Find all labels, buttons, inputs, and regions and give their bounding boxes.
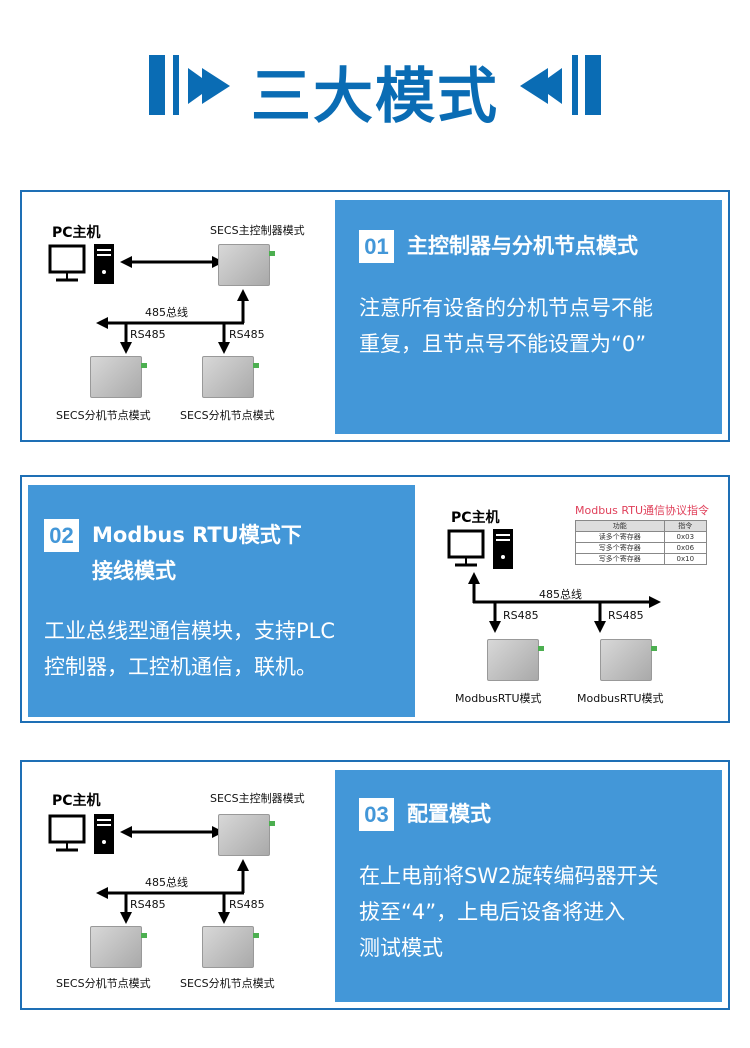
rs485-label: RS485 [130, 898, 166, 911]
node-device [90, 356, 147, 398]
pc-tower-icon [493, 529, 513, 569]
mode-panel-1: PC主机 SECS主控制器模式 485总线 RS485 RS485 SECS分机… [20, 190, 730, 442]
table-cell: 0x03 [663, 531, 708, 543]
connection-arrows [48, 244, 249, 354]
fast-forward-icon [188, 68, 230, 104]
table-cell: 读多个寄存器 [575, 531, 665, 543]
node-label: SECS分机节点模式 [180, 977, 275, 990]
bus-label: 485总线 [539, 588, 582, 601]
mode-desc-line: 测试模式 [359, 936, 443, 960]
bus-label: 485总线 [145, 876, 188, 889]
bus-label: 485总线 [145, 306, 188, 319]
monitor-icon [447, 529, 485, 567]
node-device [487, 639, 544, 681]
table-cell: 功能 [575, 520, 665, 532]
pc-label: PC主机 [451, 510, 500, 526]
deco-bar [149, 55, 165, 115]
rs485-label: RS485 [229, 328, 265, 341]
table-row: 功能指令 [575, 520, 708, 532]
diagram-config: PC主机 SECS主控制器模式 485总线 RS485 RS485 SECS分机… [28, 770, 335, 1002]
pc-tower-icon [94, 244, 114, 284]
rs485-label: RS485 [130, 328, 166, 341]
master-device [218, 244, 275, 286]
node-label: ModbusRTU模式 [577, 692, 664, 705]
table-cell: 写多个寄存器 [575, 553, 665, 565]
table-cell: 0x10 [663, 553, 708, 565]
mode-title: 主控制器与分机节点模式 [407, 234, 638, 258]
mode-panel-3: PC主机 SECS主控制器模式 485总线 RS485 RS485 SECS分机… [20, 760, 730, 1010]
deco-bar [572, 55, 578, 115]
mode-panel-2: 02 Modbus RTU模式下 接线模式 工业总线型通信模块，支持PLC 控制… [20, 475, 730, 723]
master-label: SECS主控制器模式 [210, 792, 305, 805]
monitor-icon [48, 244, 86, 282]
mode-number: 02 [44, 519, 79, 552]
pc-tower-icon [94, 814, 114, 854]
table-cell: 0x06 [663, 542, 708, 554]
node-label: ModbusRTU模式 [455, 692, 542, 705]
node-device [202, 356, 259, 398]
rs485-label: RS485 [503, 609, 539, 622]
mode-title: Modbus RTU模式下 [92, 523, 302, 547]
table-title: Modbus RTU通信协议指令 [575, 504, 709, 517]
mode-desc-line: 拔至“4”，上电后设备将进入 [359, 900, 626, 924]
connection-arrows [447, 529, 661, 633]
pc-label: PC主机 [52, 225, 101, 241]
node-device [600, 639, 657, 681]
master-label: SECS主控制器模式 [210, 224, 305, 237]
master-device [218, 814, 275, 856]
table-cell: 写多个寄存器 [575, 542, 665, 554]
table-cell: 指令 [663, 520, 708, 532]
mode-title: 配置模式 [407, 802, 491, 826]
mode-title: 接线模式 [92, 559, 176, 583]
connection-arrows [48, 814, 249, 924]
pc-label: PC主机 [52, 793, 101, 809]
node-label: SECS分机节点模式 [180, 409, 275, 422]
diagram-master-slave: PC主机 SECS主控制器模式 485总线 RS485 RS485 SECS分机… [28, 200, 335, 434]
mode-desc-line: 注意所有设备的分机节点号不能 [359, 296, 653, 320]
mode-description: 01 主控制器与分机节点模式 注意所有设备的分机节点号不能 重复，且节点号不能设… [335, 200, 722, 434]
deco-bar [585, 55, 601, 115]
mode-desc-line: 工业总线型通信模块，支持PLC [44, 619, 336, 643]
node-device [90, 926, 147, 968]
rs485-label: RS485 [608, 609, 644, 622]
deco-bar [173, 55, 179, 115]
node-device [202, 926, 259, 968]
mode-description: 02 Modbus RTU模式下 接线模式 工业总线型通信模块，支持PLC 控制… [28, 485, 415, 717]
monitor-icon [48, 814, 86, 852]
mode-number: 03 [359, 798, 394, 831]
mode-desc-line: 在上电前将SW2旋转编码器开关 [359, 864, 659, 888]
node-label: SECS分机节点模式 [56, 409, 151, 422]
mode-desc-line: 控制器，工控机通信，联机。 [44, 655, 317, 679]
rs485-label: RS485 [229, 898, 265, 911]
mode-description: 03 配置模式 在上电前将SW2旋转编码器开关 拔至“4”，上电后设备将进入 测… [335, 770, 722, 1002]
mode-desc-line: 重复，且节点号不能设置为“0” [359, 332, 647, 356]
rewind-icon [520, 68, 562, 104]
page-title: 三大模式 [251, 62, 499, 132]
node-label: SECS分机节点模式 [56, 977, 151, 990]
mode-number: 01 [359, 230, 394, 263]
